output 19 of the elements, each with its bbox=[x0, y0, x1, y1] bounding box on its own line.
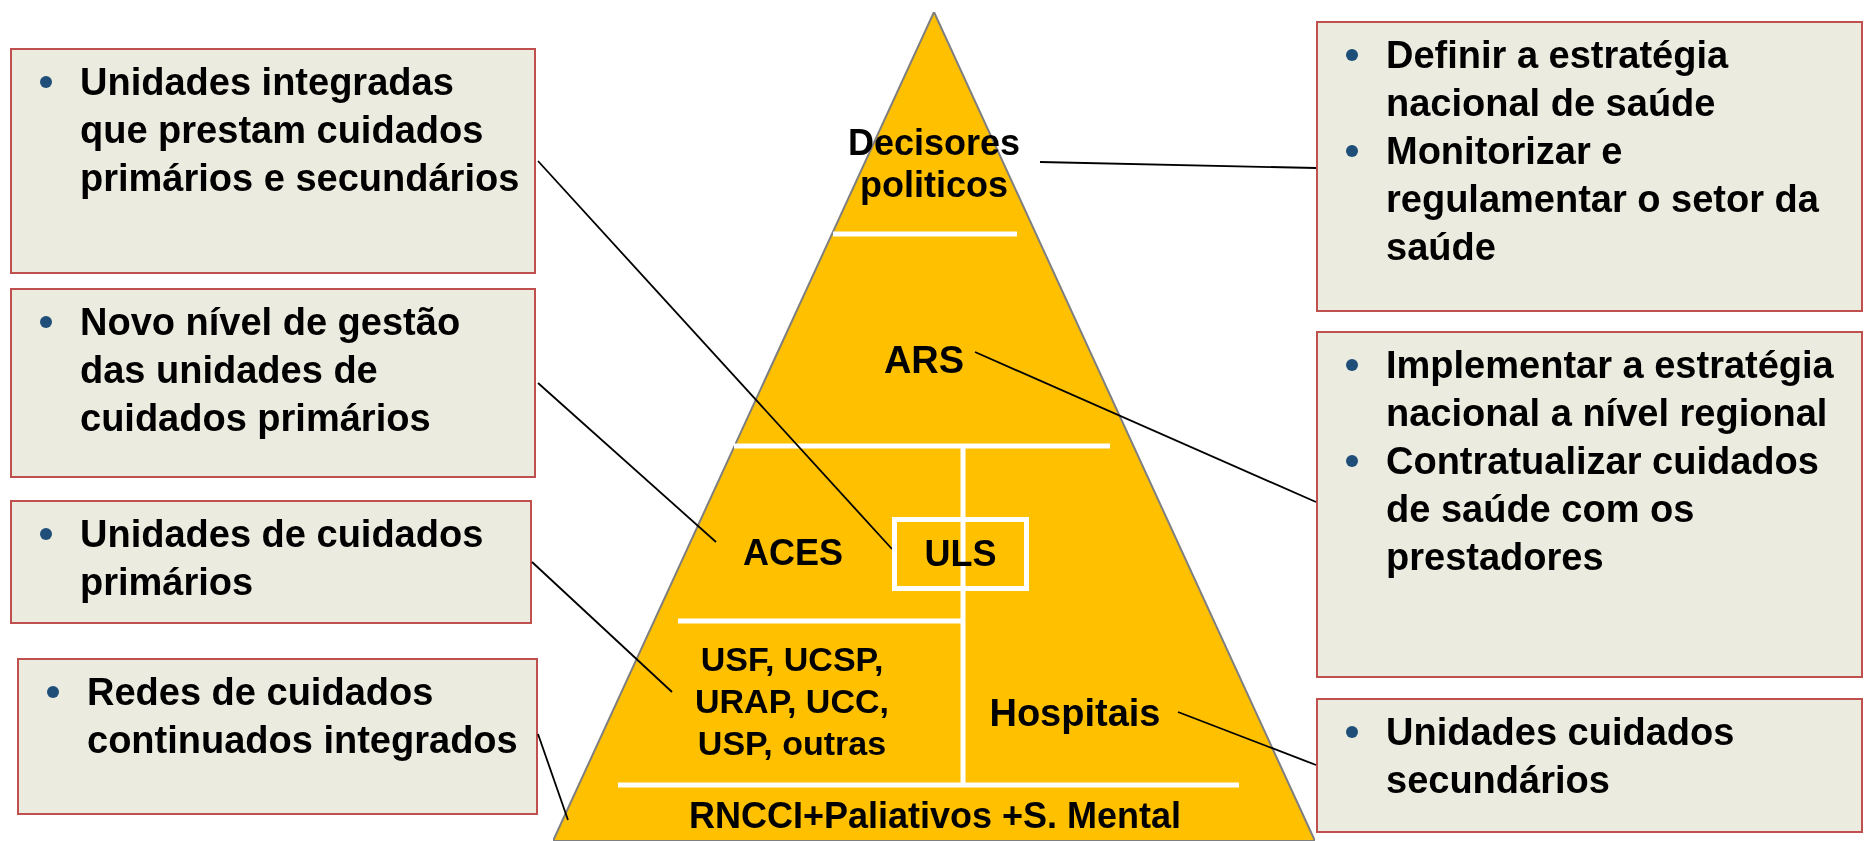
leader-line bbox=[537, 160, 893, 550]
leader-line bbox=[1039, 161, 1317, 169]
pyramid-shape bbox=[553, 12, 1315, 841]
level-label: Hospitais bbox=[975, 685, 1175, 740]
level-label: ARS bbox=[878, 335, 970, 385]
leader-line bbox=[1177, 711, 1317, 766]
callout-box: Implementar a estratégia nacional a nível regional Contratualizar cuidados de saúde com os prestadores bbox=[1316, 331, 1863, 678]
callout-box: Unidades integradas que prestam cuidados primários e secundários bbox=[10, 48, 536, 274]
leader-line bbox=[531, 561, 673, 693]
callout-box: Unidades cuidados secundários bbox=[1316, 698, 1863, 833]
level-label: USF, UCSP, URAP, UCC, USP, outras bbox=[674, 634, 910, 768]
callout-box: Novo nível de gestão das unidades de cuidados primários bbox=[10, 288, 536, 478]
level-label: RNCCI+Paliativos +S. Mental bbox=[635, 792, 1235, 840]
callout-box: Redes de cuidados continuados integrados bbox=[17, 658, 538, 815]
level-label: ACES bbox=[718, 528, 868, 578]
leader-line bbox=[537, 733, 569, 821]
callout-box: Definir a estratégia nacional de saúde Monitorizar e regulamentar o setor da saúde bbox=[1316, 21, 1863, 312]
callout-box: Unidades de cuidados primários bbox=[10, 500, 532, 624]
leader-line bbox=[974, 351, 1317, 503]
